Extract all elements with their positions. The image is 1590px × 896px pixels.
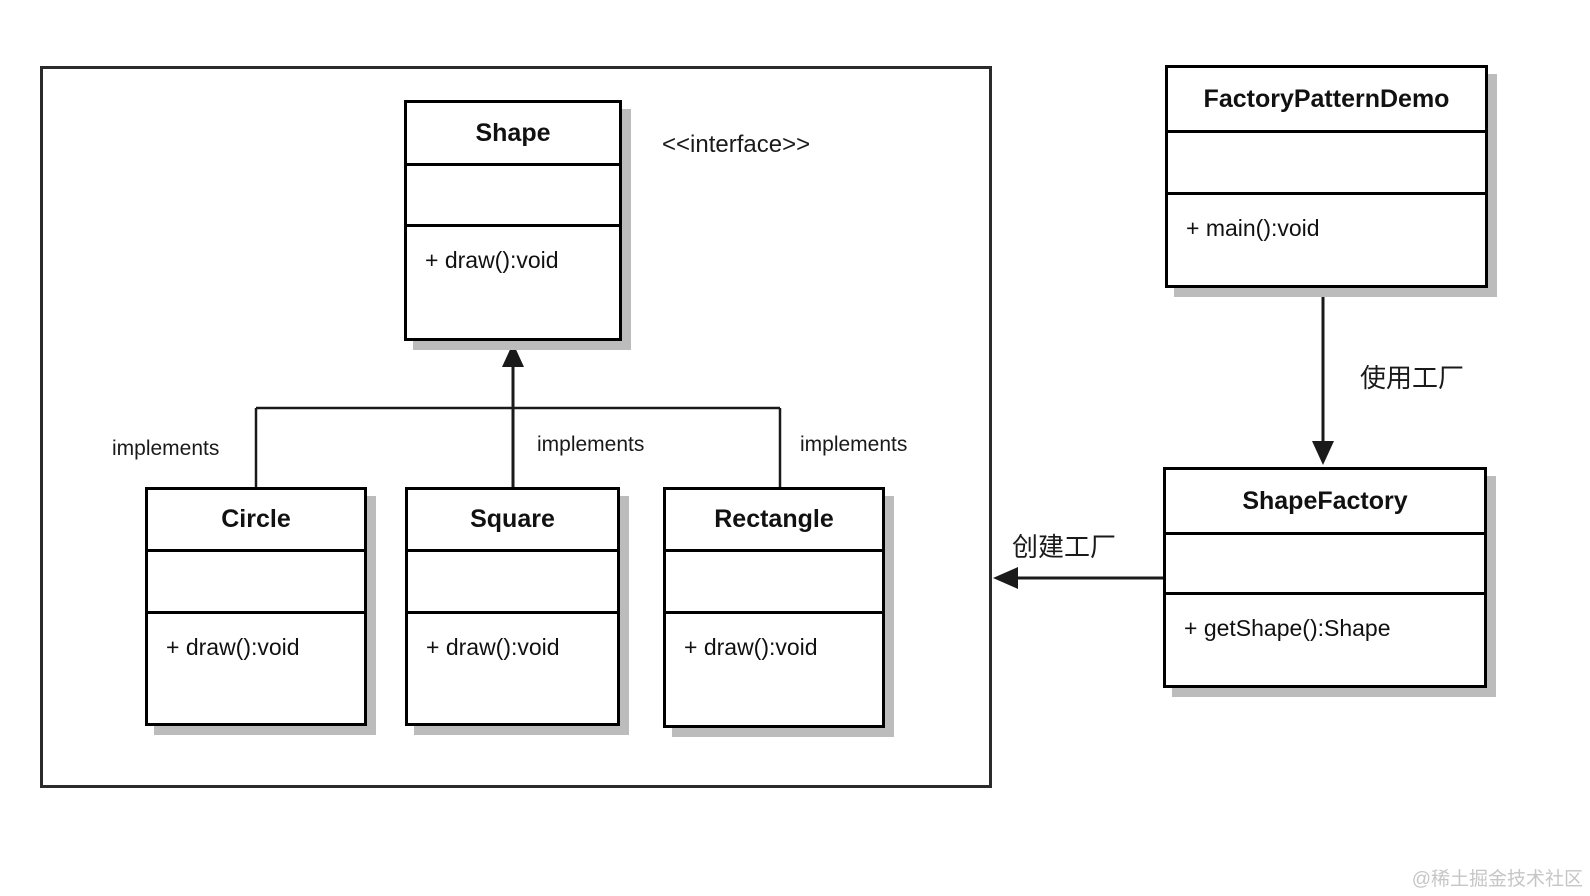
interface-stereotype-label: <<interface>> [662, 131, 811, 158]
class-box-rectangle: Rectangle + draw():void [663, 487, 885, 728]
class-title: Rectangle [666, 490, 882, 552]
class-fields [666, 552, 882, 614]
class-methods: + draw():void [425, 247, 559, 273]
uses-arrow [1312, 288, 1334, 465]
shapes-package-box [40, 66, 992, 788]
creates-arrow [993, 567, 1163, 589]
watermark: @稀土掘金技术社区 [1411, 869, 1583, 890]
class-title: Circle [148, 490, 364, 552]
implements-label-middle: implements [537, 433, 645, 456]
class-title: FactoryPatternDemo [1168, 68, 1485, 133]
class-fields [1168, 133, 1485, 195]
class-box-shapefactory: ShapeFactory + getShape():Shape [1163, 467, 1487, 688]
implements-label-right: implements [800, 433, 908, 456]
class-methods: + draw():void [166, 634, 300, 660]
class-methods: + getShape():Shape [1184, 615, 1391, 641]
class-fields [148, 552, 364, 614]
class-title: Square [408, 490, 617, 552]
use-factory-label: 使用工厂 [1360, 363, 1465, 393]
class-box-shape: Shape + draw():void [404, 100, 622, 341]
class-methods: + draw():void [684, 634, 818, 660]
class-box-circle: Circle + draw():void [145, 487, 367, 726]
class-title: Shape [407, 103, 619, 166]
implements-label-left: implements [112, 437, 220, 460]
class-methods: + draw():void [426, 634, 560, 660]
create-factory-label: 创建工厂 [1012, 532, 1117, 562]
class-methods: + main():void [1186, 215, 1320, 241]
class-box-square: Square + draw():void [405, 487, 620, 726]
class-fields [408, 552, 617, 614]
class-title: ShapeFactory [1166, 470, 1484, 535]
class-box-factorypatterndemo: FactoryPatternDemo + main():void [1165, 65, 1488, 288]
class-fields [407, 166, 619, 227]
class-fields [1166, 535, 1484, 595]
